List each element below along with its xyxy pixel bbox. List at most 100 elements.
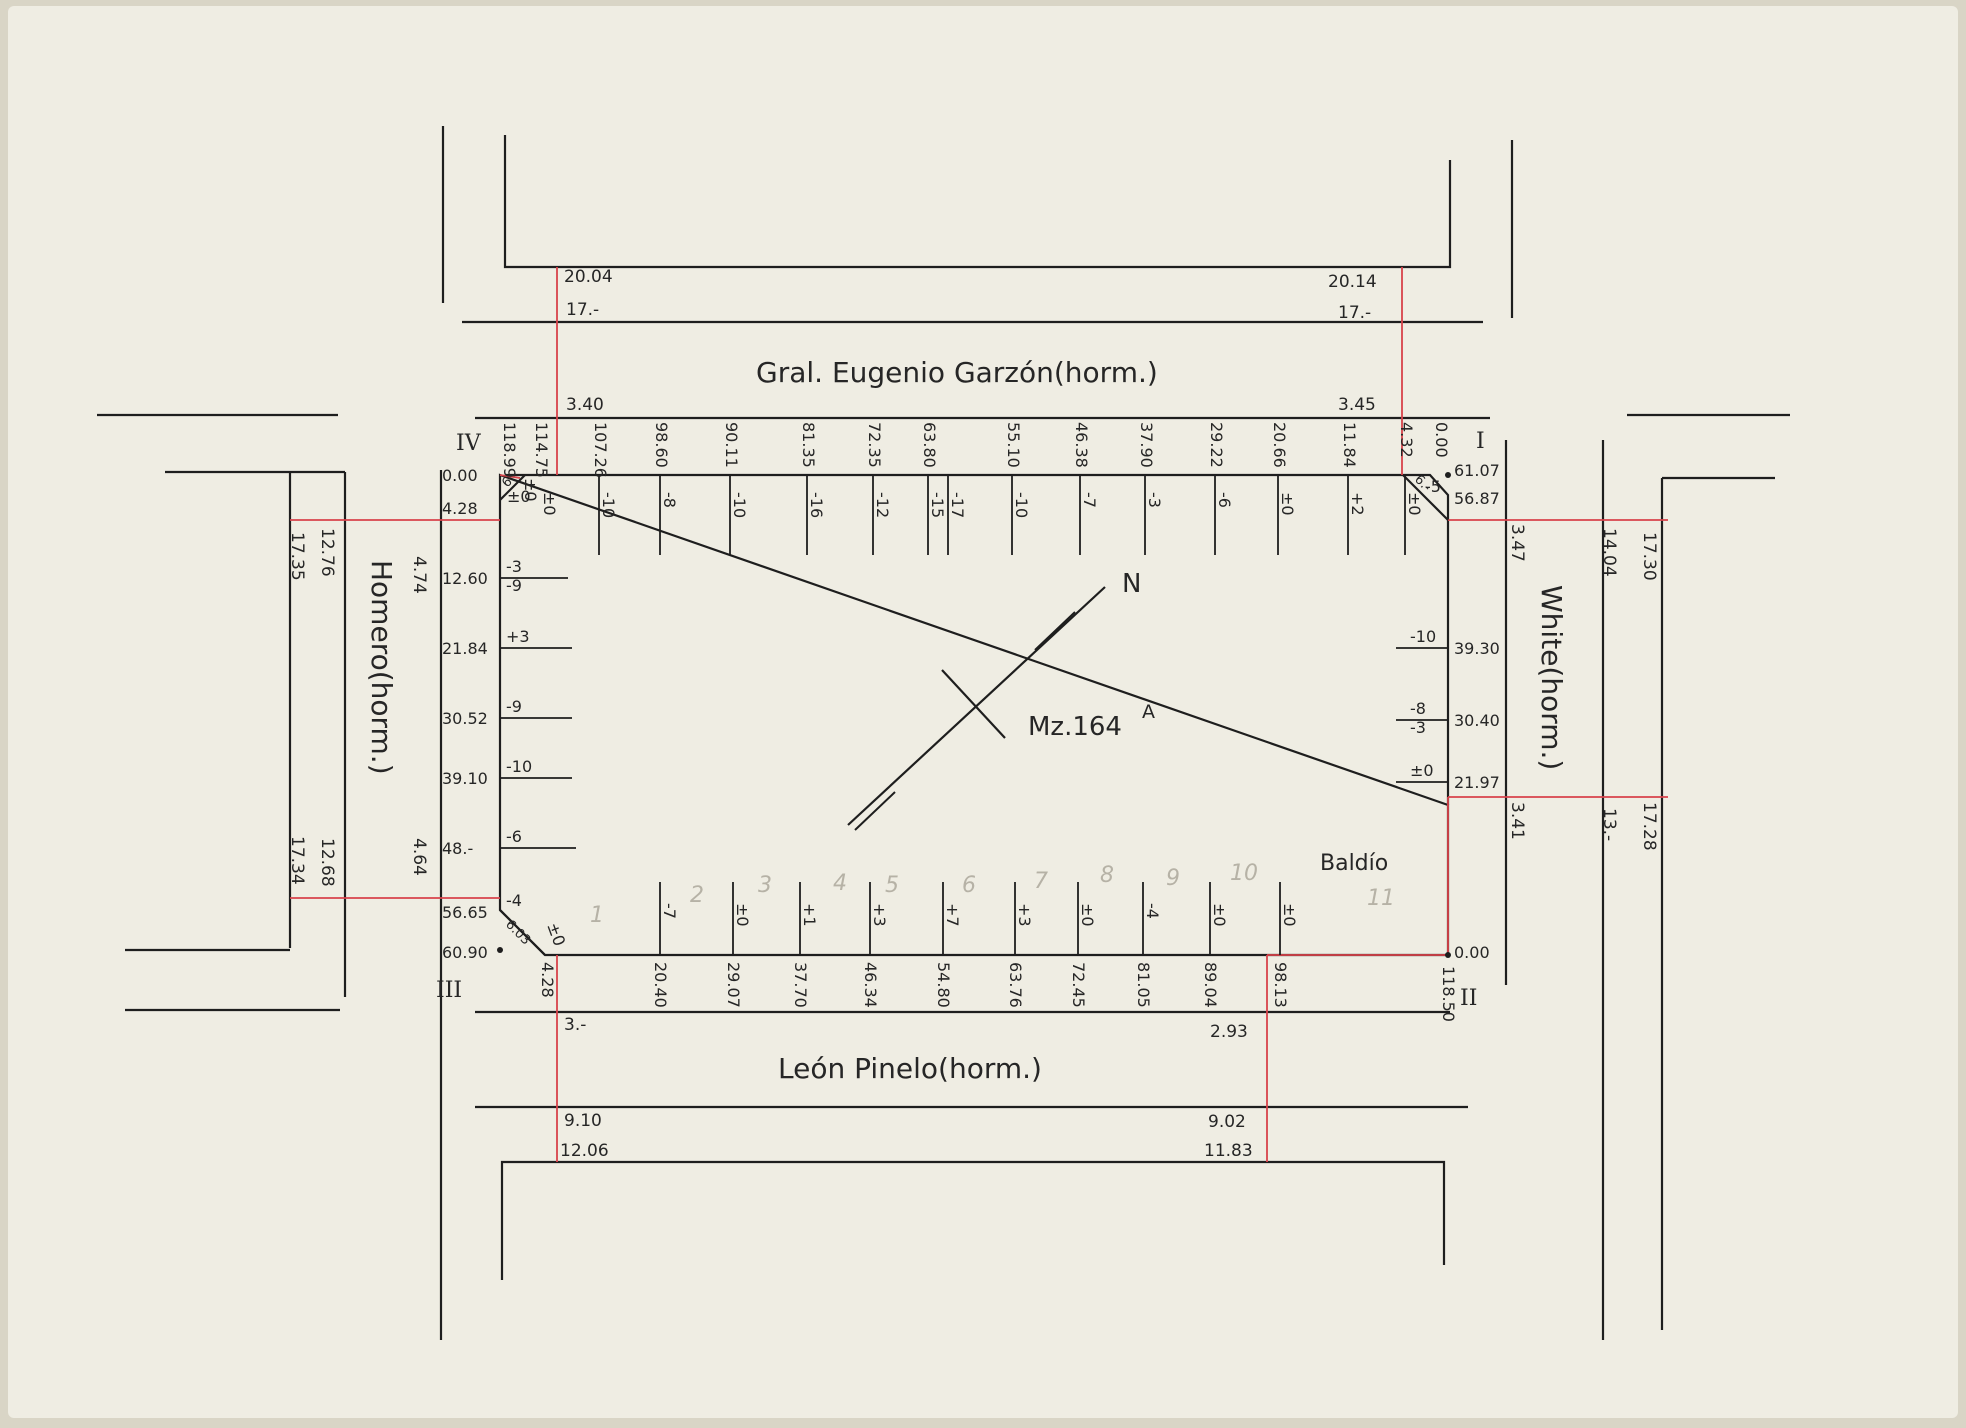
ne-width-top: 20.14 bbox=[1328, 272, 1377, 292]
faint-lot-number: 2 bbox=[690, 883, 704, 908]
north-lot-distance: 118.99 bbox=[500, 422, 519, 478]
ne-sidewalk: 3.45 bbox=[1338, 395, 1376, 415]
corner-I: I bbox=[1476, 429, 1485, 454]
north-lot-distance: 98.60 bbox=[652, 422, 671, 468]
east-width-a: 14.04 bbox=[1599, 528, 1619, 577]
corner-III: III bbox=[436, 978, 462, 1003]
south-lot-distance: 4.28 bbox=[538, 962, 557, 998]
south-lot-distance: 118.50 bbox=[1439, 966, 1458, 1022]
north-symbol: N bbox=[1122, 569, 1141, 599]
north-lot-distance: 63.80 bbox=[920, 422, 939, 468]
east-lot-distance: 0.00 bbox=[1454, 943, 1490, 962]
east-lot-distance: 21.97 bbox=[1454, 773, 1500, 792]
south-block-outline bbox=[500, 1160, 1446, 1280]
north-lot-level: -10 bbox=[730, 492, 749, 518]
faint-lot-number: 8 bbox=[1100, 863, 1114, 888]
east-lot-level: -3 bbox=[1410, 718, 1426, 737]
east-lot-level: -8 bbox=[1410, 699, 1426, 718]
faint-lot-number: 4 bbox=[833, 871, 847, 896]
west-lot-distance: 60.90 bbox=[442, 943, 488, 962]
east-lot-level: -5 bbox=[1425, 477, 1441, 496]
street-name-west: Homero(horm.) bbox=[365, 560, 398, 775]
south-lot-level: ±0 bbox=[733, 903, 752, 927]
east-lot-distance: 39.30 bbox=[1454, 639, 1500, 658]
nw-width-top: 20.04 bbox=[564, 267, 613, 287]
west-outer-width-b: 17.34 bbox=[287, 836, 307, 885]
south-lot-level: -7 bbox=[660, 903, 679, 919]
vacant-lot-label: Baldío bbox=[1320, 851, 1388, 876]
north-block-outline bbox=[503, 135, 1452, 269]
sw-sidewalk: 3.- bbox=[564, 1015, 586, 1035]
east-lot-level: -10 bbox=[1410, 627, 1436, 646]
south-lot-distance: 72.45 bbox=[1069, 962, 1088, 1008]
red-lines bbox=[290, 267, 1668, 1162]
south-lot-level: ±0 bbox=[1078, 903, 1097, 927]
east-width-b: 17.30 bbox=[1639, 532, 1659, 581]
south-lot-level: +1 bbox=[800, 903, 819, 927]
south-lot-level: -4 bbox=[1143, 903, 1162, 919]
corner-IV: IV bbox=[456, 431, 482, 456]
west-lot-distance: 30.52 bbox=[442, 709, 488, 728]
sw-chamfer bbox=[499, 909, 546, 956]
north-lot-level: -15 bbox=[928, 492, 947, 518]
sw-width-a: 9.10 bbox=[564, 1111, 602, 1131]
east-lot-distance: 56.87 bbox=[1454, 489, 1500, 508]
faint-lot-number: 7 bbox=[1034, 869, 1048, 894]
north-lot-distance: 11.84 bbox=[1340, 422, 1359, 468]
north-lot-level: ±0 bbox=[1278, 492, 1297, 516]
south-lot-distance: 54.80 bbox=[934, 962, 953, 1008]
north-lot-distance: 90.11 bbox=[722, 422, 741, 468]
west-lot-distance: 12.60 bbox=[442, 569, 488, 588]
faint-lot-number: 10 bbox=[1230, 861, 1258, 886]
west-side-ticks: 0.004.28±012.60-3-921.84+330.52-939.10-1… bbox=[442, 466, 576, 962]
se-sidewalk: 2.93 bbox=[1210, 1022, 1248, 1042]
south-lot-distance: 29.07 bbox=[724, 962, 743, 1008]
south-lot-level: ±0 bbox=[1210, 903, 1229, 927]
block-name-sup: A bbox=[1142, 701, 1155, 723]
street-name-south: León Pinelo(horm.) bbox=[778, 1052, 1042, 1085]
west-lot-distance: 39.10 bbox=[442, 769, 488, 788]
faint-lot-number: 5 bbox=[885, 873, 899, 898]
west-lot-level: ±0 bbox=[507, 487, 531, 506]
north-lot-level: ±0 bbox=[540, 492, 559, 516]
sw-width-b: 12.06 bbox=[560, 1141, 609, 1161]
north-lot-distance: 37.90 bbox=[1137, 422, 1156, 468]
south-lot-distance: 37.70 bbox=[791, 962, 810, 1008]
west-lot-level: -3 bbox=[506, 557, 522, 576]
corner-II-dot bbox=[1445, 952, 1451, 958]
north-lot-level: ±0 bbox=[1405, 492, 1424, 516]
east-lot-level: ±0 bbox=[1410, 761, 1434, 780]
north-lot-level: -8 bbox=[660, 492, 679, 508]
south-lot-distance: 46.34 bbox=[861, 962, 880, 1008]
north-lot-distance: 46.38 bbox=[1072, 422, 1091, 468]
north-lot-level: -6 bbox=[1215, 492, 1234, 508]
corner-II: II bbox=[1460, 986, 1477, 1011]
south-lot-distance: 98.13 bbox=[1271, 962, 1290, 1008]
red-nw-corner bbox=[499, 474, 521, 479]
north-lot-distance: 4.32 bbox=[1397, 422, 1416, 458]
faint-lot-number: 3 bbox=[758, 873, 772, 898]
east-sidewalk-width: 3.47 bbox=[1507, 524, 1527, 562]
north-lot-level: -7 bbox=[1080, 492, 1099, 508]
north-lot-distance: 81.35 bbox=[799, 422, 818, 468]
north-lot-distance: 55.10 bbox=[1004, 422, 1023, 468]
west-lot-level: -4 bbox=[506, 891, 522, 910]
street-lines bbox=[97, 126, 1790, 1340]
north-arrow-crossbar bbox=[941, 669, 1006, 739]
north-lot-distance: 0.00 bbox=[1432, 422, 1451, 458]
west-lot-distance: 48.- bbox=[442, 839, 473, 858]
west-lot-distance: 56.65 bbox=[442, 903, 488, 922]
ne-width-line: 17.- bbox=[1338, 303, 1371, 323]
south-lot-level: +3 bbox=[1015, 903, 1034, 927]
corner-III-dot bbox=[497, 947, 503, 953]
west-lot-level: -9 bbox=[506, 576, 522, 595]
north-lot-level: -17 bbox=[948, 492, 967, 518]
nw-sidewalk: 3.40 bbox=[566, 395, 604, 415]
east-sidewalk-width-b: 3.41 bbox=[1507, 802, 1527, 840]
south-lot-distance: 81.05 bbox=[1134, 962, 1153, 1008]
south-lot-distance: 63.76 bbox=[1006, 962, 1025, 1008]
north-lot-distance: 29.22 bbox=[1207, 422, 1226, 468]
